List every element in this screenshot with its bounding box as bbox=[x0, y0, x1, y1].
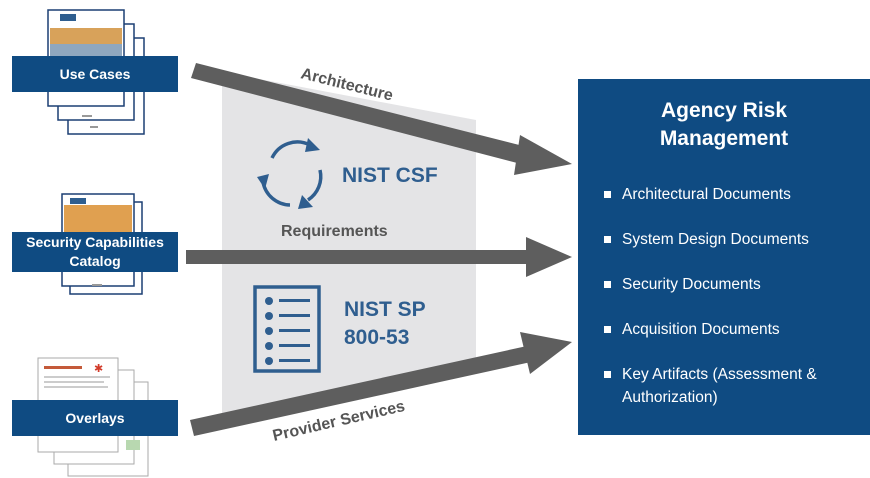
cycle-icon bbox=[257, 138, 323, 209]
panel-title: Agency Risk Management bbox=[578, 97, 870, 153]
bullet-icon bbox=[604, 371, 611, 378]
list-item: System Design Documents bbox=[604, 228, 870, 251]
list-item-text: Acquisition Documents bbox=[622, 321, 780, 338]
overlays-text: Overlays bbox=[65, 409, 125, 426]
use-cases-text: Use Cases bbox=[59, 65, 131, 82]
agency-risk-management-panel: Agency Risk Management Architectural Doc… bbox=[578, 79, 870, 435]
bullet-icon bbox=[604, 326, 611, 333]
overlays-label: Overlays bbox=[12, 400, 178, 436]
framework-band bbox=[222, 72, 476, 420]
capabilities-line1: Security Capabilities bbox=[26, 234, 164, 250]
bullet-icon bbox=[604, 236, 611, 243]
list-item: Key Artifacts (Assessment & Authorizatio… bbox=[604, 363, 870, 409]
nist-sp-line2: 800-53 bbox=[344, 326, 410, 349]
list-item: Acquisition Documents bbox=[604, 318, 870, 341]
svg-text:✱: ✱ bbox=[94, 362, 103, 375]
use-cases-label: Use Cases bbox=[12, 56, 178, 92]
list-item-text: Architectural Documents bbox=[622, 186, 791, 203]
list-item-text: Key Artifacts (Assessment & Authorizatio… bbox=[622, 366, 817, 406]
list-item: Architectural Documents bbox=[604, 183, 870, 206]
nist-sp-label: NIST SP 800-53 bbox=[344, 296, 426, 352]
list-item-text: Security Documents bbox=[622, 276, 761, 293]
panel-title-line2: Management bbox=[659, 127, 789, 150]
provider-services-arrow bbox=[190, 332, 572, 436]
bullet-icon bbox=[604, 191, 611, 198]
capabilities-line2: Catalog bbox=[69, 253, 121, 269]
bullet-icon bbox=[604, 281, 611, 288]
requirements-label: Requirements bbox=[281, 223, 388, 240]
list-item: Security Documents bbox=[604, 273, 870, 296]
nist-csf-label: NIST CSF bbox=[342, 164, 438, 187]
document-list: Architectural Documents System Design Do… bbox=[604, 183, 870, 431]
panel-title-line1: Agency Risk bbox=[660, 99, 788, 122]
requirements-arrow bbox=[186, 237, 572, 277]
nist-sp-line1: NIST SP bbox=[344, 298, 426, 321]
security-capabilities-catalog-label: Security Capabilities Catalog bbox=[12, 232, 178, 272]
architecture-arrow bbox=[191, 63, 572, 175]
list-item-text: System Design Documents bbox=[622, 231, 809, 248]
checklist-icon bbox=[253, 285, 321, 373]
